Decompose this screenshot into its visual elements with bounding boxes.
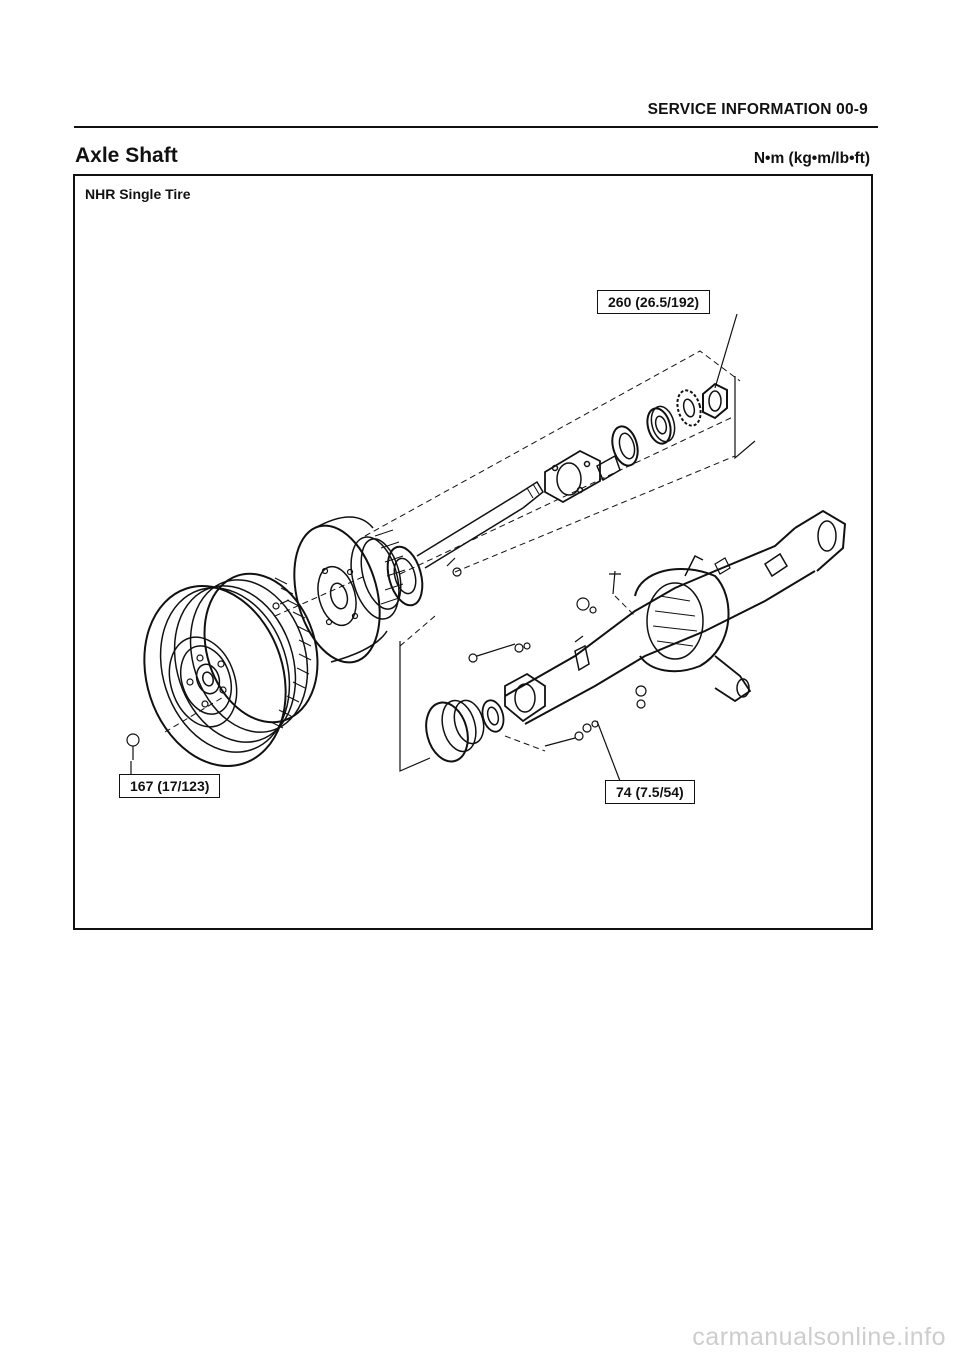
page-header-title: SERVICE INFORMATION 00-9 <box>647 101 868 118</box>
axle-exploded-diagram <box>126 313 847 782</box>
brake-drum <box>293 516 406 664</box>
axle-housing <box>504 509 847 725</box>
axle-shaft <box>386 480 544 607</box>
drum-hardware <box>126 557 462 760</box>
bearing-flange <box>544 449 601 504</box>
exploded-diagram-frame: NHR Single Tire <box>73 174 873 930</box>
hub-lock-nut <box>702 382 728 420</box>
spline-end <box>596 454 621 482</box>
housing-bracket-lines <box>399 376 756 772</box>
torque-units: N•m (kg•m/lb•ft) <box>753 150 870 167</box>
tire-assembly <box>143 572 319 767</box>
inner-seal-bearing <box>425 699 505 763</box>
bearing-races <box>611 389 702 467</box>
figure-caption: NHR Single Tire <box>85 186 191 202</box>
torque-label-wheel-nut: 167 (17/123) <box>119 774 221 798</box>
carrier-hardware <box>468 557 731 747</box>
torque-label-hub-nut: 260 (26.5/192) <box>597 290 711 314</box>
torque-leader-lines <box>130 313 738 782</box>
section-title: Axle Shaft <box>75 144 178 167</box>
header-rule <box>74 126 878 128</box>
torque-label-carrier-bolt: 74 (7.5/54) <box>605 780 695 804</box>
watermark: carmanualsonline.info <box>692 1323 946 1351</box>
